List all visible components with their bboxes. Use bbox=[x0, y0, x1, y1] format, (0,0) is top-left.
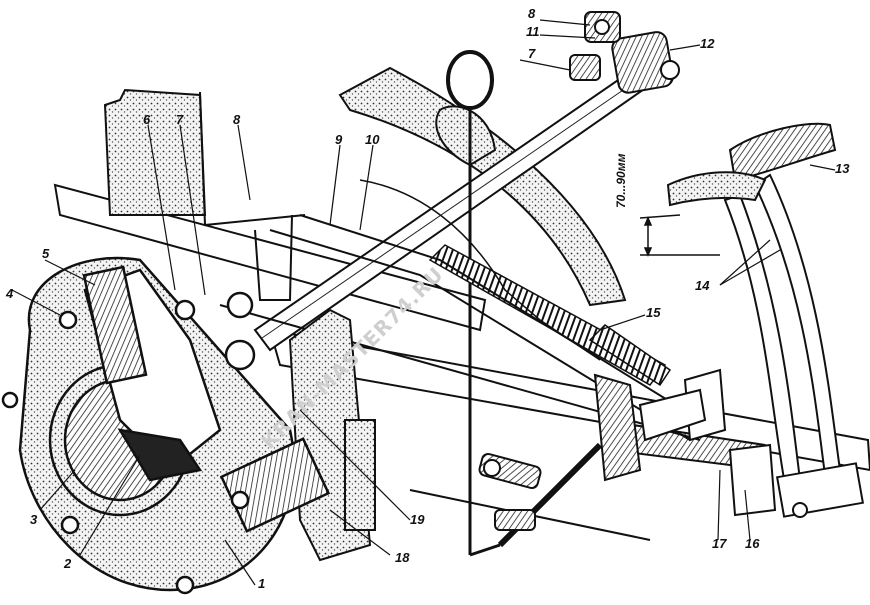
shaft-bracket bbox=[569, 11, 680, 94]
release-rod bbox=[435, 50, 501, 557]
cable bbox=[359, 179, 601, 361]
callout-3: 3 bbox=[30, 512, 38, 527]
callout-4: 4 bbox=[5, 286, 14, 301]
callout-7-left: 7 bbox=[176, 112, 184, 127]
callout-8-top: 8 bbox=[528, 6, 536, 21]
callout-19: 19 bbox=[410, 512, 425, 527]
callout-17: 17 bbox=[712, 536, 727, 551]
leader-lines bbox=[11, 19, 836, 586]
callout-8-left: 8 bbox=[233, 112, 241, 127]
callout-5: 5 bbox=[42, 246, 50, 261]
cab-bracket bbox=[103, 88, 306, 301]
lower-linkage bbox=[409, 442, 651, 548]
callout-10: 10 bbox=[365, 132, 380, 147]
bell-crank bbox=[593, 373, 777, 517]
callout-1: 1 bbox=[258, 576, 265, 591]
callout-13: 13 bbox=[835, 161, 850, 176]
callout-11: 11 bbox=[526, 24, 540, 39]
callout-9: 9 bbox=[335, 132, 343, 147]
callout-labels: 1 2 3 4 5 6 7 8 9 10 8 11 7 12 13 14 15 … bbox=[5, 6, 850, 591]
dimension-label: 70...90мм bbox=[614, 153, 628, 208]
callout-14: 14 bbox=[695, 278, 710, 293]
callout-12: 12 bbox=[700, 36, 715, 51]
callout-15: 15 bbox=[646, 305, 661, 320]
callout-16: 16 bbox=[745, 536, 760, 551]
callout-7-top: 7 bbox=[528, 46, 536, 61]
side-plate bbox=[344, 419, 376, 531]
dimension-marker bbox=[639, 214, 720, 257]
callout-18: 18 bbox=[395, 550, 410, 565]
callout-2: 2 bbox=[63, 556, 72, 571]
brake-drum bbox=[1, 256, 331, 595]
callout-6: 6 bbox=[143, 112, 151, 127]
